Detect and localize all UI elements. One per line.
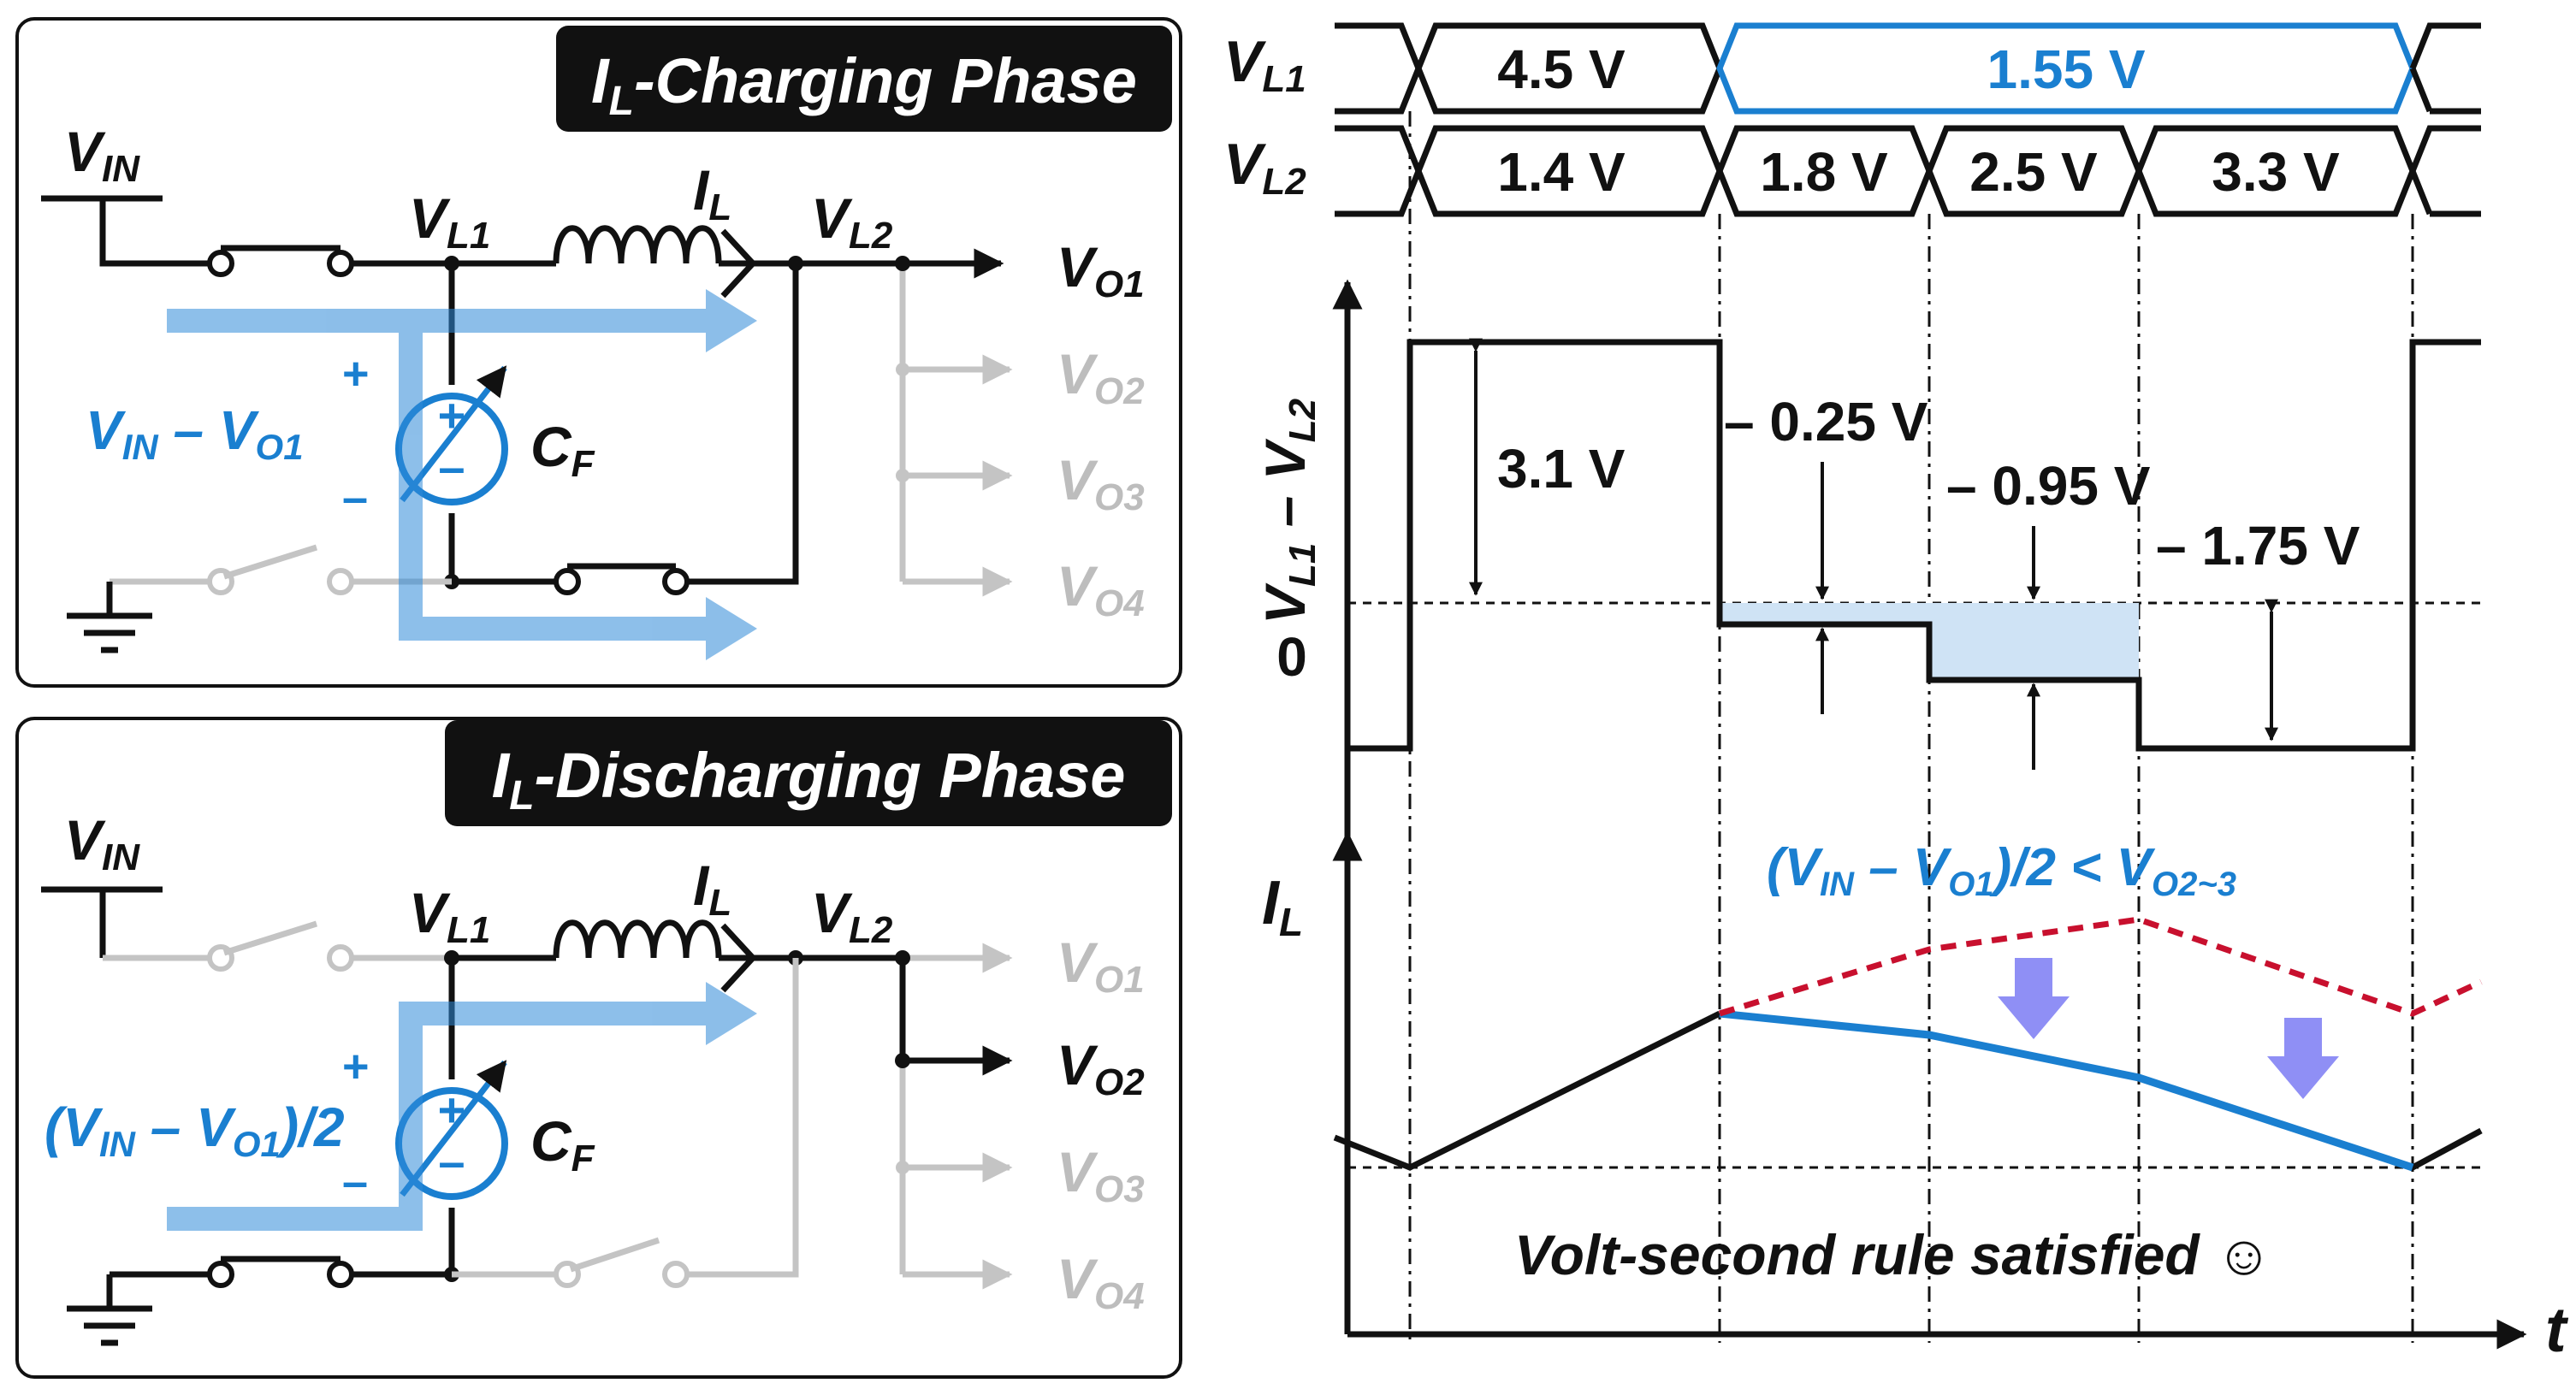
timing-diagram: VL1 VL2 4.5 V 1.55 V 1.4 V 1.8 V 2.5 V 3…	[1223, 22, 2569, 1365]
il-axis-label: IL	[1262, 869, 1303, 944]
il-label-2: IL	[693, 854, 731, 924]
il-waveform-red-dashed	[1718, 916, 2483, 1017]
vl1-value-1: 4.5 V	[1497, 38, 1626, 100]
switch-vl1-vl2-closed	[554, 563, 690, 595]
cf-label-2: CF	[530, 1109, 595, 1179]
inductor-2	[553, 919, 722, 959]
il-waveform-black	[1333, 1010, 1721, 1171]
vo1-label: VO1	[1057, 235, 1145, 305]
time-markers	[1408, 111, 2414, 1343]
vl2-bus	[1335, 125, 2481, 217]
source-voltage-label-2: (VIN – VO1)/2	[44, 1096, 345, 1164]
cf-label: CF	[530, 415, 595, 485]
switch-vin-closed	[207, 245, 354, 277]
vdiff-waveform	[1347, 339, 2481, 752]
ground-symbol	[67, 582, 152, 653]
minus-sign: –	[342, 472, 368, 523]
down-arrow-1	[1998, 958, 2070, 1039]
current-flow-arrows-2	[167, 982, 757, 1231]
inductor	[553, 225, 722, 264]
vl2-label-2: VL2	[811, 881, 893, 951]
vl1-bus	[1335, 22, 2481, 115]
vdiff-axis-label: VL1 – VL2	[1253, 398, 1324, 624]
area-2	[1929, 603, 2139, 680]
vl2-value-2: 1.8 V	[1760, 141, 1888, 203]
ground-symbol-2	[67, 1274, 152, 1346]
annotation-neg-0-95-v: – 0.95 V	[1946, 455, 2151, 517]
vin-wire	[99, 198, 210, 267]
vin-label: VIN	[64, 120, 140, 190]
timing-vl2-label: VL2	[1223, 132, 1306, 203]
zero-label: 0	[1276, 626, 1307, 688]
vl2-value-3: 2.5 V	[1969, 141, 2098, 203]
plus-sign-2: +	[342, 1041, 370, 1092]
annotation-neg-1-75-v: – 1.75 V	[2156, 515, 2360, 576]
discharging-title-bg	[445, 720, 1172, 826]
il-condition-label: (VIN – VO1)/2 < VO2~3	[1767, 838, 2236, 903]
source-voltage-label: VIN – VO1	[86, 399, 304, 467]
il-arrow-head	[720, 228, 757, 298]
vo4-label-2: VO4	[1057, 1247, 1145, 1317]
vo2-label: VO2	[1057, 342, 1145, 412]
minus-sign-2: –	[342, 1156, 368, 1208]
timing-vl1-label: VL1	[1223, 29, 1306, 100]
vl1-label-2: VL1	[409, 881, 490, 951]
plus-sign: +	[342, 348, 370, 399]
switch-ground-closed	[207, 1256, 354, 1288]
annotation-neg-0-25-v: – 0.25 V	[1724, 391, 1928, 452]
discharging-title: IL-Discharging Phase	[492, 740, 1126, 819]
flying-cap-source-2: + –	[395, 1060, 508, 1200]
current-flow-arrows	[167, 289, 757, 660]
charging-title-bg	[556, 26, 1172, 132]
vl2-label: VL2	[811, 186, 893, 257]
vo3-label: VO3	[1057, 448, 1145, 518]
charging-phase-panel: IL-Charging Phase VIN VL1 IL VL2 VO1 VO2	[15, 17, 1182, 688]
il-label: IL	[693, 158, 731, 228]
vl1-value-2: 1.55 V	[1987, 38, 2145, 100]
charging-panel-border	[15, 17, 1182, 688]
il-waveform-blue	[1719, 1009, 2414, 1172]
area-1	[1720, 603, 1929, 624]
discharging-phase-panel: IL-Discharging Phase VIN VL1 IL VL2 VO1 …	[15, 717, 1182, 1379]
vo1-label-2: VO1	[1057, 931, 1145, 1001]
vin-label-2: VIN	[64, 808, 140, 878]
annotation-3-1-v: 3.1 V	[1497, 438, 1626, 499]
down-arrow-2	[2267, 1018, 2339, 1099]
vl2-value-1: 1.4 V	[1497, 141, 1626, 203]
vl2-value-4: 3.3 V	[2212, 141, 2340, 203]
vo3-label-2: VO3	[1057, 1140, 1145, 1210]
charging-title: IL-Charging Phase	[591, 45, 1137, 124]
vl1-label: VL1	[409, 186, 490, 257]
time-axis-label: t	[2545, 1294, 2569, 1365]
vo4-label: VO4	[1057, 554, 1145, 624]
vo2-label-2: VO2	[1057, 1033, 1145, 1103]
volt-second-rule-label: Volt-second rule satisfied ☺	[1514, 1223, 2272, 1286]
flying-cap-source: + –	[395, 365, 508, 505]
